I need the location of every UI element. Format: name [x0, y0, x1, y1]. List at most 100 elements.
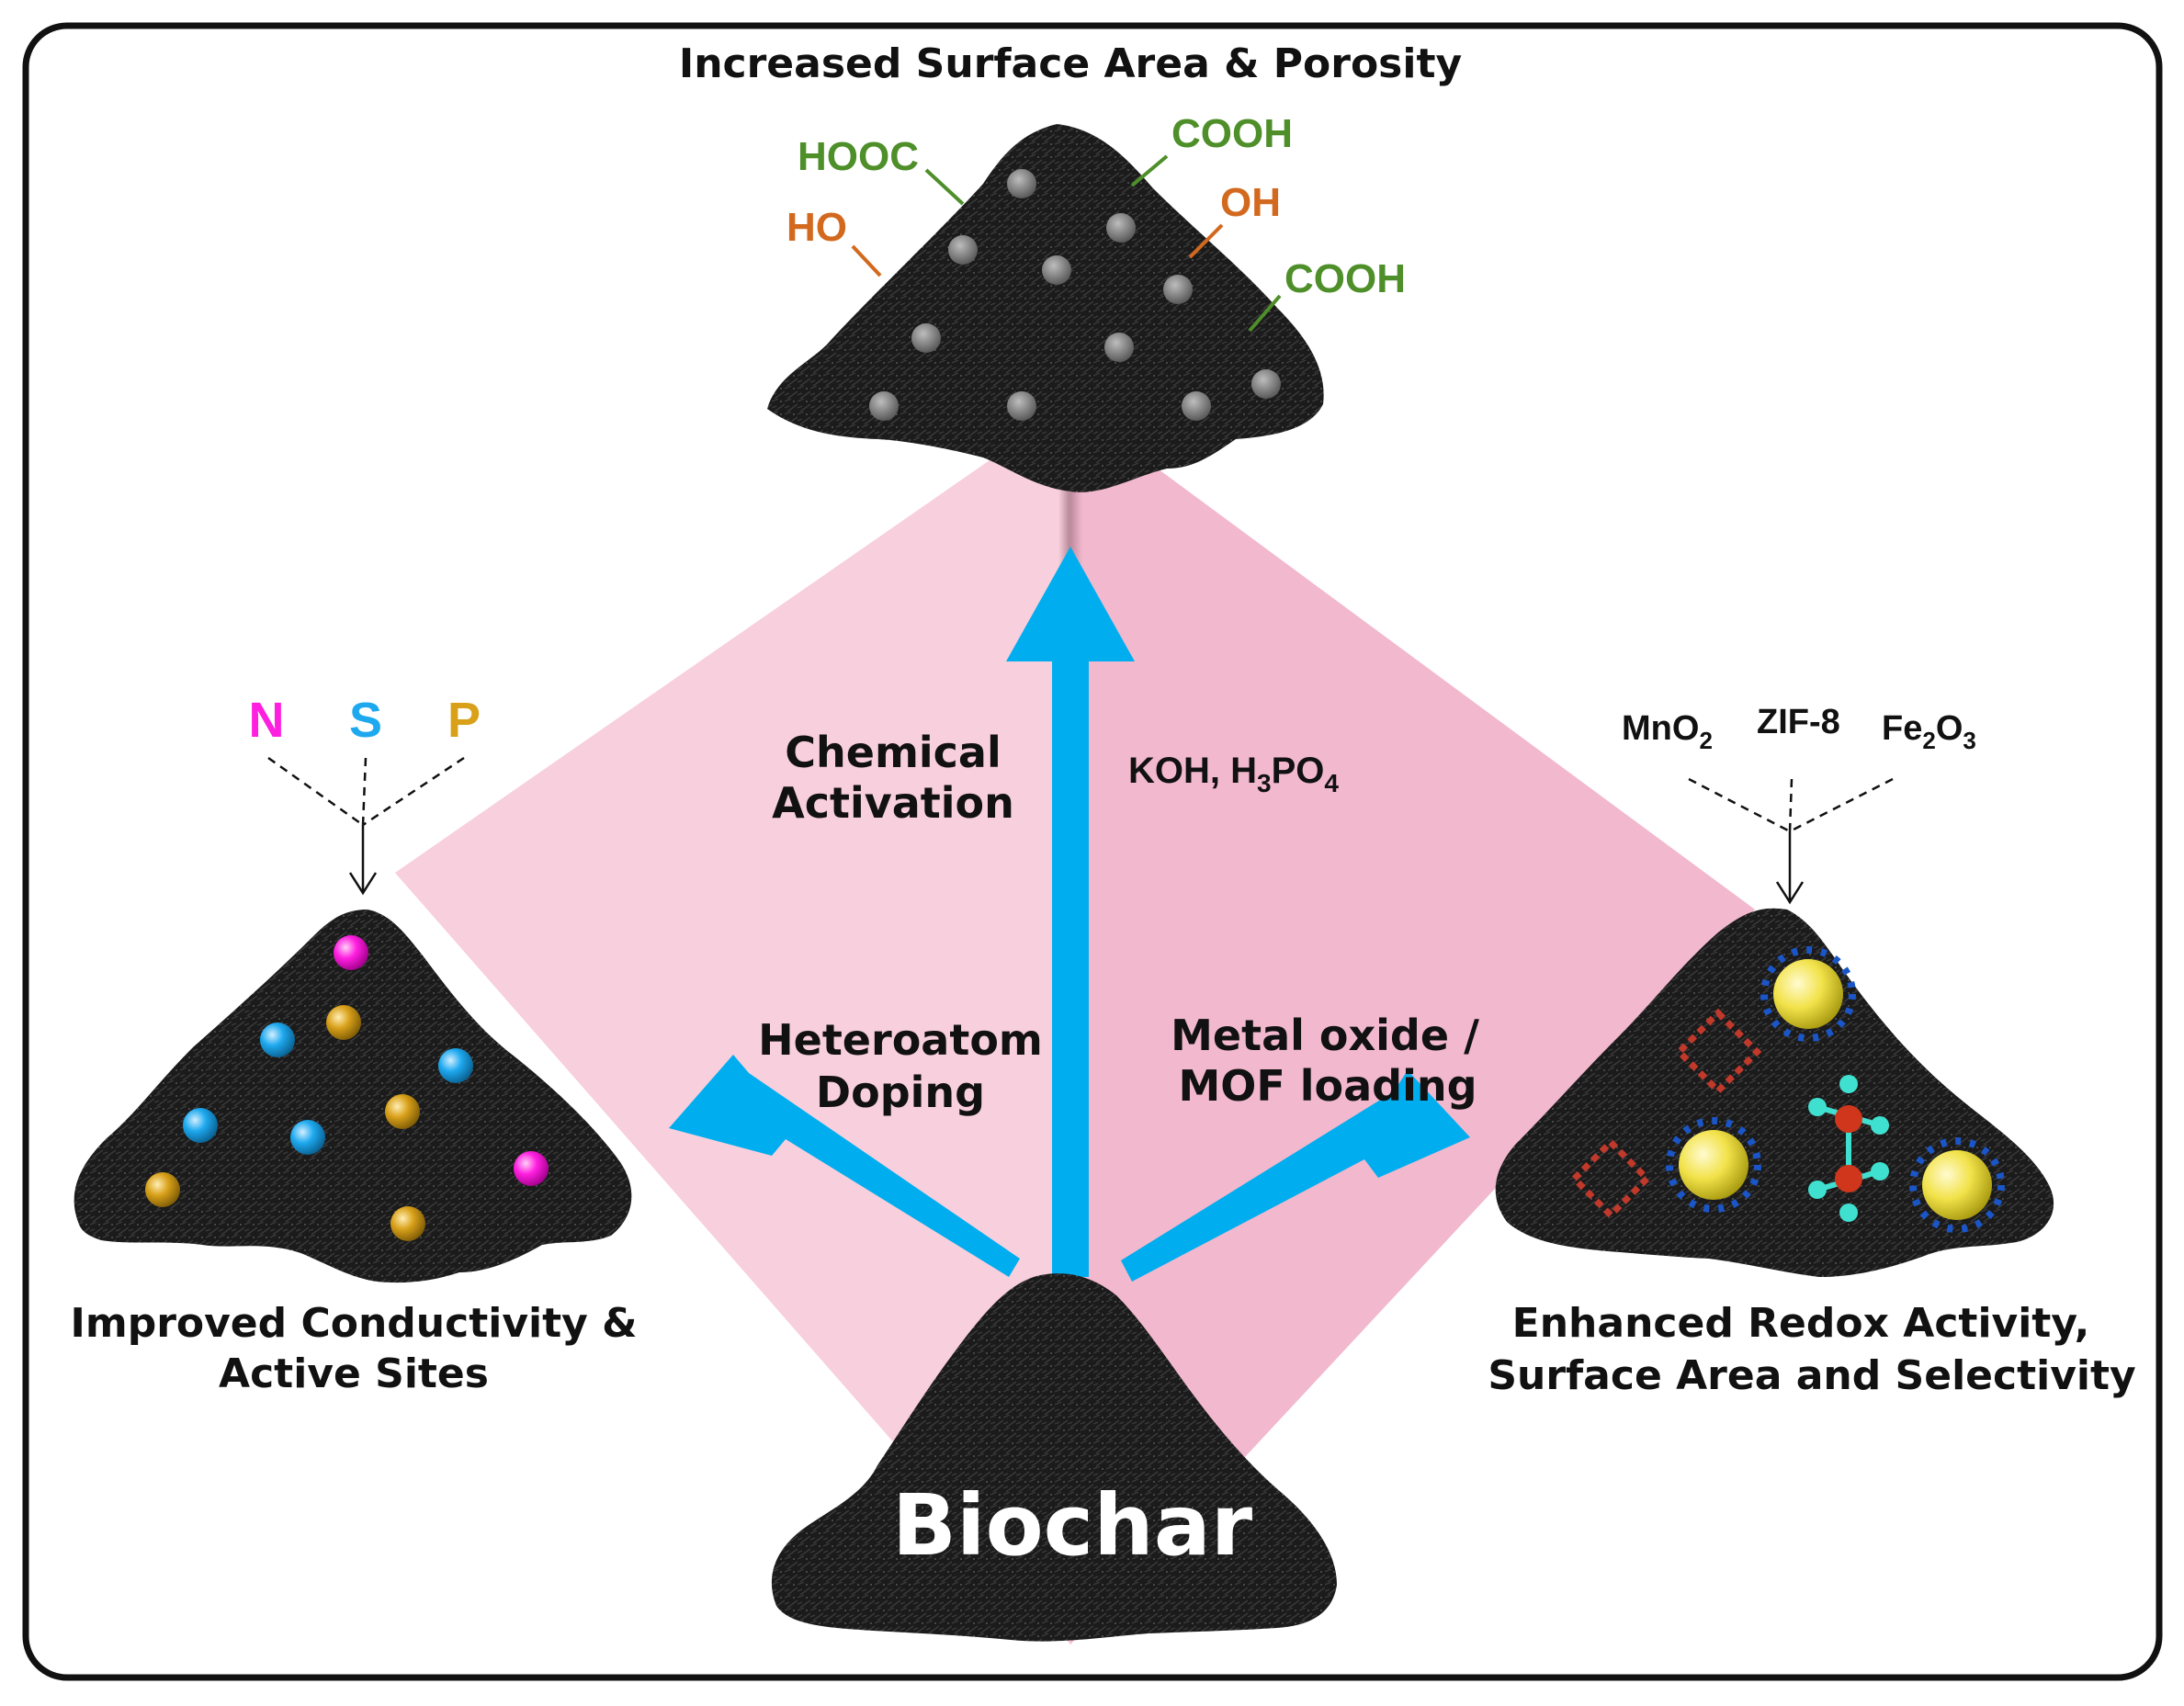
diamond-left-half: [395, 404, 1070, 1644]
up-arrow: [1006, 547, 1135, 1277]
zif8-core: [1773, 959, 1843, 1029]
zif8-sphere: [1909, 1137, 2005, 1233]
reagents-koh: KOH, H: [1128, 751, 1257, 791]
p-atom: [326, 1005, 361, 1040]
o-atom: [1871, 1162, 1889, 1181]
oh-bond: [1188, 223, 1224, 259]
mno2-frameworks: [1569, 1008, 1762, 1220]
cooh-label-2: COOH: [1284, 256, 1406, 301]
n-atom: [514, 1151, 549, 1186]
zif8-shell: [1760, 946, 1856, 1042]
fe2o3-molecule: [1808, 1075, 1889, 1222]
s-atom: [290, 1120, 325, 1155]
mno2-main: MnO: [1622, 709, 1699, 748]
pore: [1042, 255, 1071, 285]
o-atom: [1808, 1098, 1827, 1116]
left-caption-line2: Active Sites: [219, 1350, 489, 1397]
s-guide: [361, 757, 368, 826]
p-atom: [385, 1094, 420, 1129]
loading-arrow-head: [1775, 881, 1805, 905]
fe2o3-sub1: 2: [1922, 727, 1935, 754]
zif8-core: [1922, 1150, 1992, 1220]
fe2o3-label: Fe2O3: [1882, 709, 1976, 754]
left-caption-line1: Improved Conductivity &: [70, 1300, 637, 1347]
metal-oxide-line2: MOF loading: [1178, 1061, 1477, 1111]
metal-oxide-line1: Metal oxide /: [1171, 1011, 1479, 1060]
left-biochar-mound: [74, 909, 632, 1283]
mno2-framework: [1674, 1008, 1762, 1096]
hooc-bond: [924, 168, 965, 206]
pore: [1104, 333, 1134, 362]
heteroatom-line1: Heteroatom: [758, 1015, 1043, 1065]
biochar-label: Biochar: [892, 1476, 1253, 1575]
diamond-right-half: [1070, 404, 1755, 1644]
pore: [1007, 169, 1036, 198]
right-biochar-mound: [1495, 908, 2054, 1277]
p-atom: [145, 1172, 180, 1207]
pore: [1251, 369, 1281, 399]
dopant-guides: [267, 756, 465, 896]
fe-atom: [1835, 1105, 1862, 1133]
right-caption-line2: Surface Area and Selectivity: [1488, 1352, 2135, 1399]
cooh-bond-1: [1130, 154, 1169, 187]
pore: [1182, 391, 1211, 421]
dopant-atoms: [145, 935, 549, 1241]
dopant-s-label: S: [349, 693, 382, 748]
zif8-shell: [1666, 1117, 1761, 1213]
zif8-clusters: [1666, 946, 2005, 1233]
top-pores: [869, 169, 1281, 421]
p-atom: [390, 1206, 425, 1241]
mno2-guide: [1688, 777, 1791, 833]
heteroatom-line2: Doping: [816, 1068, 985, 1117]
zif8-sphere: [1760, 946, 1856, 1042]
o-atom: [1839, 1075, 1858, 1093]
pore: [911, 323, 941, 353]
ho-label: HO: [786, 205, 847, 250]
mno2-label: MnO2: [1622, 709, 1713, 754]
o-atom: [1871, 1116, 1889, 1135]
pore: [948, 235, 978, 265]
dopant-n-label: N: [249, 693, 285, 748]
pore: [1106, 213, 1136, 243]
hooc-label: HOOC: [798, 134, 919, 179]
right-arrow: [1121, 1070, 1470, 1282]
pore: [1163, 275, 1193, 304]
functional-group-bonds: [851, 154, 1282, 333]
zif8-label: ZIF-8: [1757, 703, 1840, 741]
s-atom: [260, 1022, 295, 1057]
cooh-bond-2: [1248, 294, 1282, 333]
o-atom: [1808, 1181, 1827, 1199]
zif8-sphere: [1666, 1117, 1761, 1213]
p-guide: [362, 756, 465, 827]
chemical-activation-line2: Activation: [772, 778, 1014, 828]
dopant-arrow-head: [348, 872, 378, 896]
mno2-subscript: 2: [1699, 727, 1712, 754]
fe2o3-o: O: [1936, 709, 1963, 748]
oh-label: OH: [1220, 180, 1281, 225]
reagents-po: PO: [1272, 751, 1325, 791]
right-caption-line1: Enhanced Redox Activity,: [1512, 1300, 2090, 1347]
reagents-o4: 4: [1324, 769, 1339, 797]
zif8-core: [1679, 1130, 1748, 1200]
n-guide: [267, 756, 364, 827]
o-atom: [1839, 1203, 1858, 1222]
loading-guides: [1688, 777, 1894, 905]
mno2-framework: [1569, 1137, 1652, 1220]
biochar-mound: [771, 1273, 1337, 1642]
top-caption: Increased Surface Area & Porosity: [679, 40, 1462, 87]
dopant-p-label: P: [447, 693, 481, 748]
s-atom: [438, 1048, 473, 1083]
chemical-activation-line1: Chemical: [785, 728, 1001, 777]
s-atom: [183, 1108, 218, 1143]
reagents-h3: 3: [1257, 769, 1272, 797]
fe2o3-sub2: 3: [1963, 727, 1975, 754]
left-arrow: [669, 1055, 1020, 1277]
n-atom: [334, 935, 368, 970]
reagents-label: KOH, H3PO4: [1128, 751, 1339, 797]
zif8-shell: [1909, 1137, 2005, 1233]
pore: [1007, 391, 1036, 421]
fe2o3-fe: Fe: [1882, 709, 1922, 748]
fe-atom: [1835, 1165, 1862, 1192]
